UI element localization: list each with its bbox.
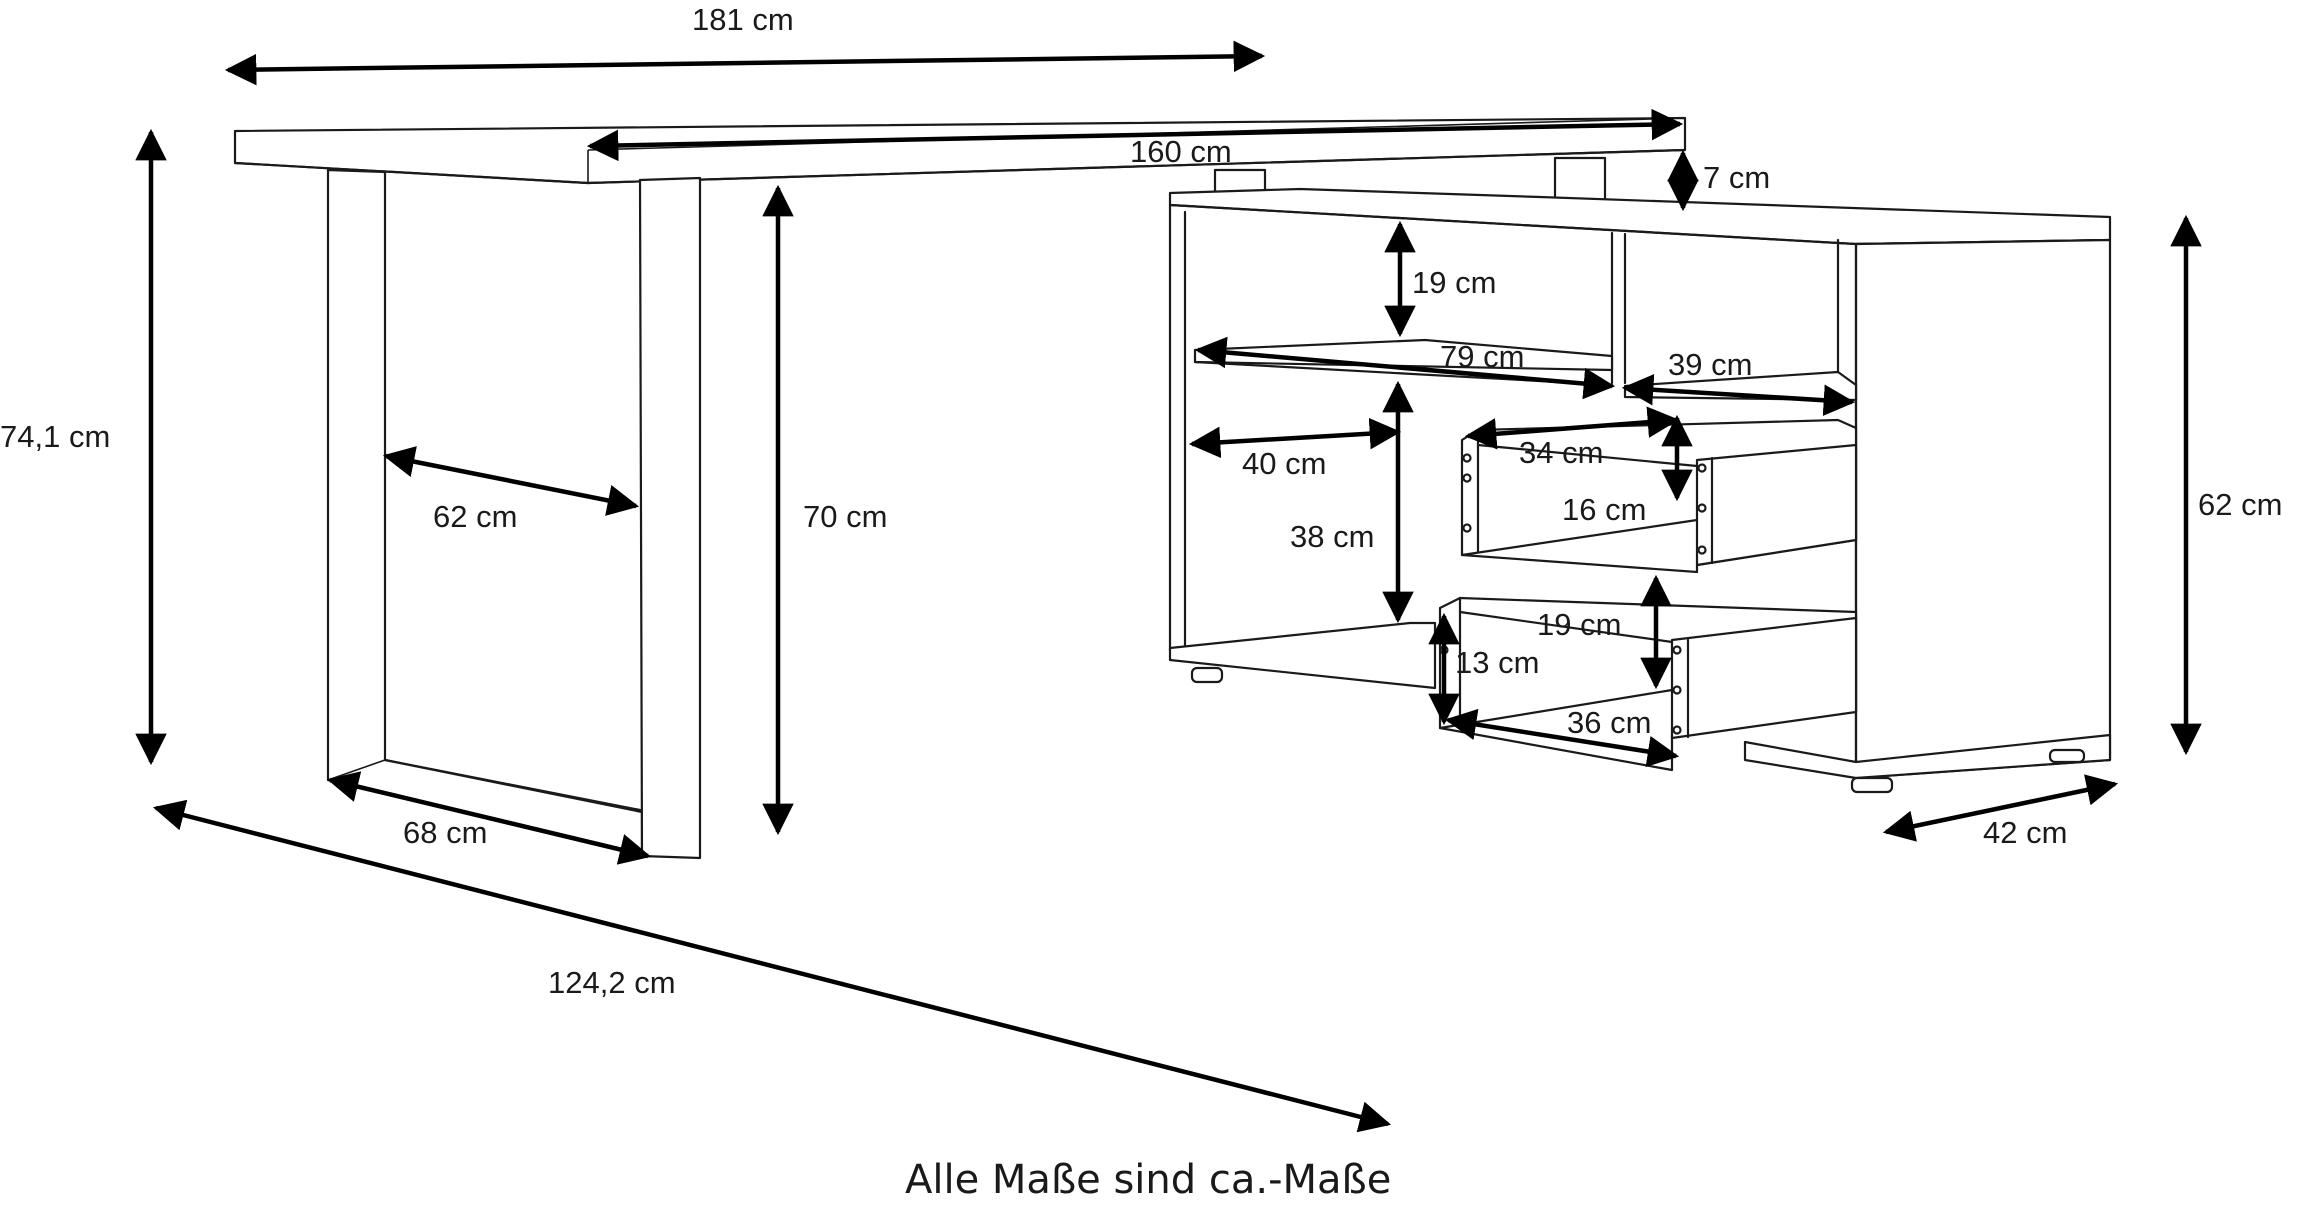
label-39: 39 cm	[1668, 347, 1752, 382]
label-34: 34 cm	[1519, 435, 1603, 470]
arrow-160	[586, 108, 1684, 162]
caption: Alle Maße sind ca.-Maße	[905, 1157, 1391, 1203]
label-36: 36 cm	[1567, 705, 1651, 740]
arrow-42	[1882, 774, 2119, 842]
dimension-labels: 181 cm 160 cm 7 cm 74,1 cm 70 cm 62 cm 6…	[0, 2, 2282, 1000]
label-13: 13 cm	[1455, 645, 1539, 680]
arrow-62-leg	[382, 446, 640, 516]
arrow-181	[224, 40, 1266, 86]
desk-drawing	[233, 116, 2112, 860]
arrow-124-2	[152, 799, 1392, 1133]
label-181: 181 cm	[692, 2, 794, 37]
cabinet	[1168, 187, 2112, 794]
label-79: 79 cm	[1440, 339, 1524, 374]
label-19-top: 19 cm	[1412, 265, 1496, 300]
arrow-36	[1444, 708, 1680, 768]
arrow-39	[1621, 374, 1856, 416]
label-16: 16 cm	[1562, 492, 1646, 527]
drawer-upper	[1460, 418, 1858, 574]
label-68: 68 cm	[403, 815, 487, 850]
label-74-1: 74,1 cm	[0, 419, 110, 454]
label-160: 160 cm	[1130, 134, 1232, 169]
drawer-lower	[1438, 596, 1858, 772]
label-19-drawer: 19 cm	[1537, 607, 1621, 642]
arrow-34	[1464, 406, 1680, 450]
label-7: 7 cm	[1703, 160, 1770, 195]
arrow-40	[1188, 417, 1402, 459]
dimension-arrows	[135, 40, 2202, 1133]
arrow-79	[1194, 336, 1616, 400]
label-62-side: 62 cm	[2198, 487, 2282, 522]
label-70: 70 cm	[803, 499, 887, 534]
label-42: 42 cm	[1983, 815, 2067, 850]
label-124-2: 124,2 cm	[548, 965, 676, 1000]
label-62-leg: 62 cm	[433, 499, 517, 534]
label-40: 40 cm	[1242, 446, 1326, 481]
label-38: 38 cm	[1290, 519, 1374, 554]
